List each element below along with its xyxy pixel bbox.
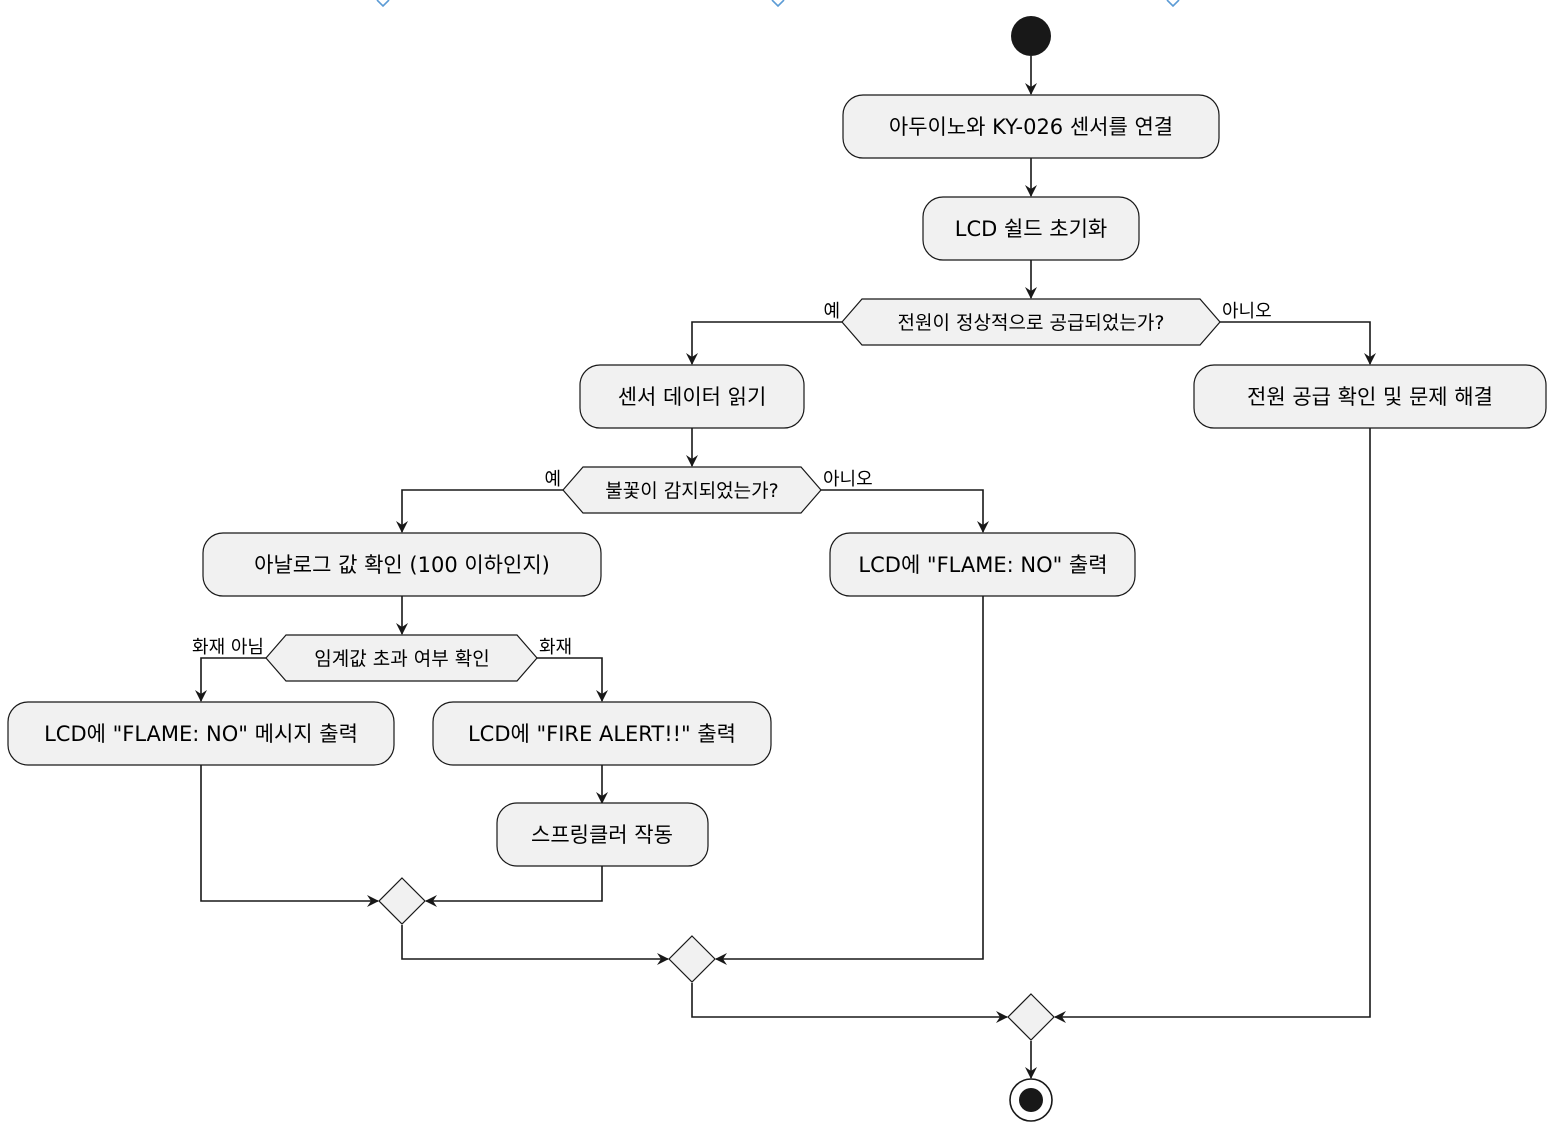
chevron-mark-icon xyxy=(1166,0,1180,8)
edge-threshold-left xyxy=(195,657,266,702)
svg-text:LCD에 "FIRE ALERT!!" 출력: LCD에 "FIRE ALERT!!" 출력 xyxy=(468,722,736,746)
svg-text:아두이노와 KY-026 센서를 연결: 아두이노와 KY-026 센서를 연결 xyxy=(889,115,1173,139)
edge-flame-no xyxy=(821,489,989,533)
edge-power-merge3 xyxy=(1054,428,1371,1023)
edge-merge2-merge3 xyxy=(691,983,1008,1023)
action-check-power: 전원 공급 확인 및 문제 해결 xyxy=(1193,364,1547,429)
action-lcd-fire-alert: LCD에 "FIRE ALERT!!" 출력 xyxy=(432,701,772,766)
edge-sprinkler-merge1 xyxy=(425,866,603,907)
action-check-analog: 아날로그 값 확인 (100 이하인지) xyxy=(202,532,602,597)
top-marks xyxy=(376,0,1180,8)
chevron-mark-icon xyxy=(376,0,390,8)
decision-threshold: 임계값 초과 여부 확인 화재 아님 화재 xyxy=(192,634,572,682)
branch-label-yes: 예 xyxy=(544,469,561,490)
branch-label-not-fire: 화재 아님 xyxy=(192,637,264,658)
edge-flame-yes xyxy=(396,489,563,533)
action-connect: 아두이노와 KY-026 센서를 연결 xyxy=(842,94,1220,159)
start-node xyxy=(1011,16,1051,56)
end-node xyxy=(1009,1078,1053,1122)
branch-label-yes: 예 xyxy=(823,301,840,322)
branch-label-fire: 화재 xyxy=(539,637,572,658)
svg-text:전원 공급 확인 및 문제 해결: 전원 공급 확인 및 문제 해결 xyxy=(1247,385,1493,409)
svg-text:전원이 정상적으로 공급되었는가?: 전원이 정상적으로 공급되었는가? xyxy=(898,312,1165,334)
edge-merge1-merge2 xyxy=(401,925,669,965)
svg-text:LCD 쉴드 초기화: LCD 쉴드 초기화 xyxy=(955,217,1107,241)
action-lcd-init: LCD 쉴드 초기화 xyxy=(922,196,1140,261)
branch-label-no: 아니오 xyxy=(823,469,873,490)
action-read-sensor: 센서 데이터 읽기 xyxy=(579,364,805,429)
svg-text:LCD에 "FLAME: NO" 출력: LCD에 "FLAME: NO" 출력 xyxy=(858,553,1107,577)
merge-node-flame xyxy=(668,935,716,983)
branch-label-no: 아니오 xyxy=(1222,301,1272,322)
edge-power-no xyxy=(1220,321,1376,365)
decision-flame: 불꽃이 감지되었는가? 예 아니오 xyxy=(544,466,873,514)
action-sprinkler: 스프링클러 작동 xyxy=(496,802,709,867)
decision-power: 전원이 정상적으로 공급되었는가? 예 아니오 xyxy=(823,298,1272,346)
edge-power-yes xyxy=(686,321,842,365)
svg-text:임계값 초과 여부 확인: 임계값 초과 여부 확인 xyxy=(314,648,489,670)
merge-node-power xyxy=(1007,993,1055,1041)
svg-text:센서 데이터 읽기: 센서 데이터 읽기 xyxy=(618,385,767,409)
edge-threshold-right xyxy=(537,657,608,702)
svg-text:스프링클러 작동: 스프링클러 작동 xyxy=(531,823,673,847)
svg-text:아날로그 값 확인 (100 이하인지): 아날로그 값 확인 (100 이하인지) xyxy=(254,553,550,577)
edges xyxy=(195,56,1376,1079)
edge-lcdno-merge2 xyxy=(715,596,984,965)
chevron-mark-icon xyxy=(771,0,785,8)
edge-flameno-merge1 xyxy=(200,765,379,907)
action-lcd-flame-no-message: LCD에 "FLAME: NO" 메시지 출력 xyxy=(7,701,395,766)
merge-node-threshold xyxy=(378,877,426,925)
action-lcd-flame-no: LCD에 "FLAME: NO" 출력 xyxy=(829,532,1136,597)
svg-text:LCD에 "FLAME: NO" 메시지 출력: LCD에 "FLAME: NO" 메시지 출력 xyxy=(44,722,358,746)
svg-text:불꽃이 감지되었는가?: 불꽃이 감지되었는가? xyxy=(605,480,778,502)
